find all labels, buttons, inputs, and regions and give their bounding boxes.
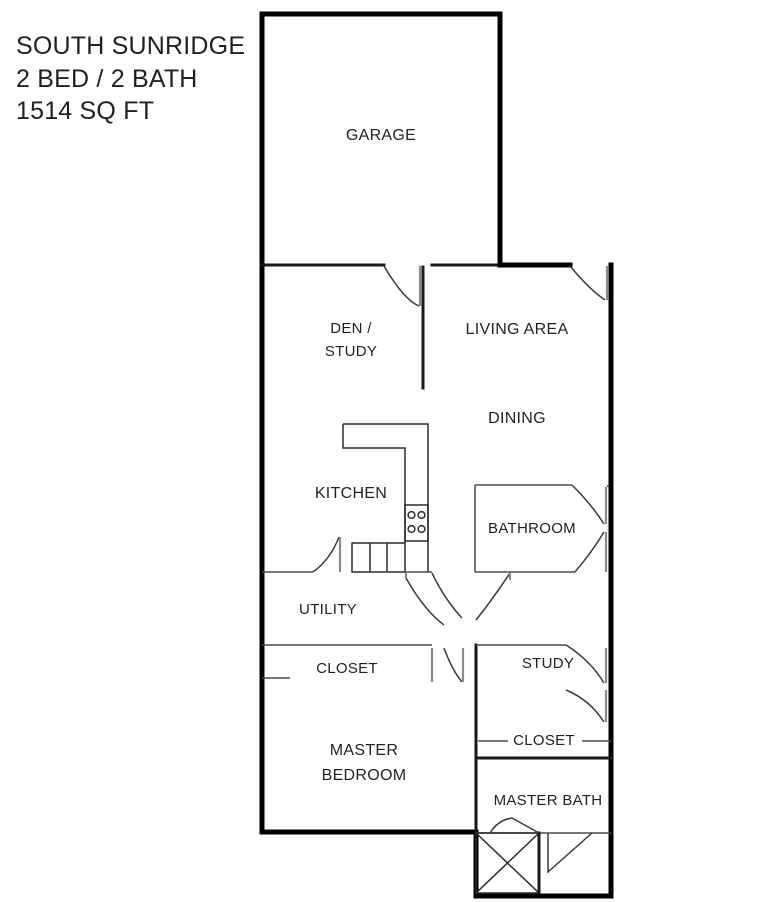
bathroom-walls — [474, 484, 609, 573]
shower-pan — [475, 831, 541, 895]
room-label-den-study-line1: DEN / — [330, 320, 372, 337]
room-label-closet-main: CLOSET — [316, 660, 378, 677]
plan-name: SOUTH SUNRIDGE — [16, 32, 246, 60]
room-label-kitchen: KITCHEN — [315, 485, 387, 502]
room-label-master-bedroom-line2: BEDROOM — [322, 767, 407, 784]
garage-walls — [259, 11, 503, 268]
study-closet-wall — [474, 740, 613, 760]
door-entry-living — [569, 265, 609, 301]
plan-title-block: SOUTH SUNRIDGE 2 BED / 2 BATH 1514 SQ FT — [16, 30, 245, 128]
door-master-bedroom-bath — [565, 644, 608, 684]
door-hall-east — [475, 572, 512, 621]
door-kitchen-utility — [312, 536, 342, 573]
room-label-bathroom: BATHROOM — [488, 520, 576, 537]
door-garage-to-den — [383, 265, 422, 307]
door-study-entry — [565, 689, 608, 723]
room-label-closet-master: CLOSET — [513, 732, 575, 749]
room-labels: GARAGE DEN / STUDY LIVING AREA DINING KI… — [299, 127, 602, 809]
room-label-living-area: LIVING AREA — [466, 321, 569, 338]
room-label-master-bath: MASTER BATH — [494, 792, 603, 809]
door-master-bath-b — [547, 832, 593, 874]
room-label-utility: UTILITY — [299, 601, 357, 618]
door-closet-main — [430, 647, 465, 683]
door-hall-west — [431, 572, 463, 619]
room-label-master-bedroom-line1: MASTER — [330, 742, 398, 759]
door-bathroom-upper — [571, 484, 608, 525]
base-cabinets — [351, 542, 406, 573]
room-label-den-study-line2: STUDY — [325, 343, 377, 360]
exterior-walls — [259, 262, 614, 899]
plan-area: 1514 SQ FT — [16, 97, 155, 125]
door-master-bath-a — [489, 817, 540, 834]
room-label-garage: GARAGE — [346, 127, 416, 144]
plan-beds-baths: 2 BED / 2 BATH — [16, 64, 198, 93]
room-label-study: STUDY — [522, 655, 574, 672]
room-label-dining: DINING — [488, 410, 546, 427]
door-hall-north — [404, 573, 445, 626]
door-bathroom-lower — [574, 531, 608, 573]
stove-cooktop — [404, 504, 429, 542]
